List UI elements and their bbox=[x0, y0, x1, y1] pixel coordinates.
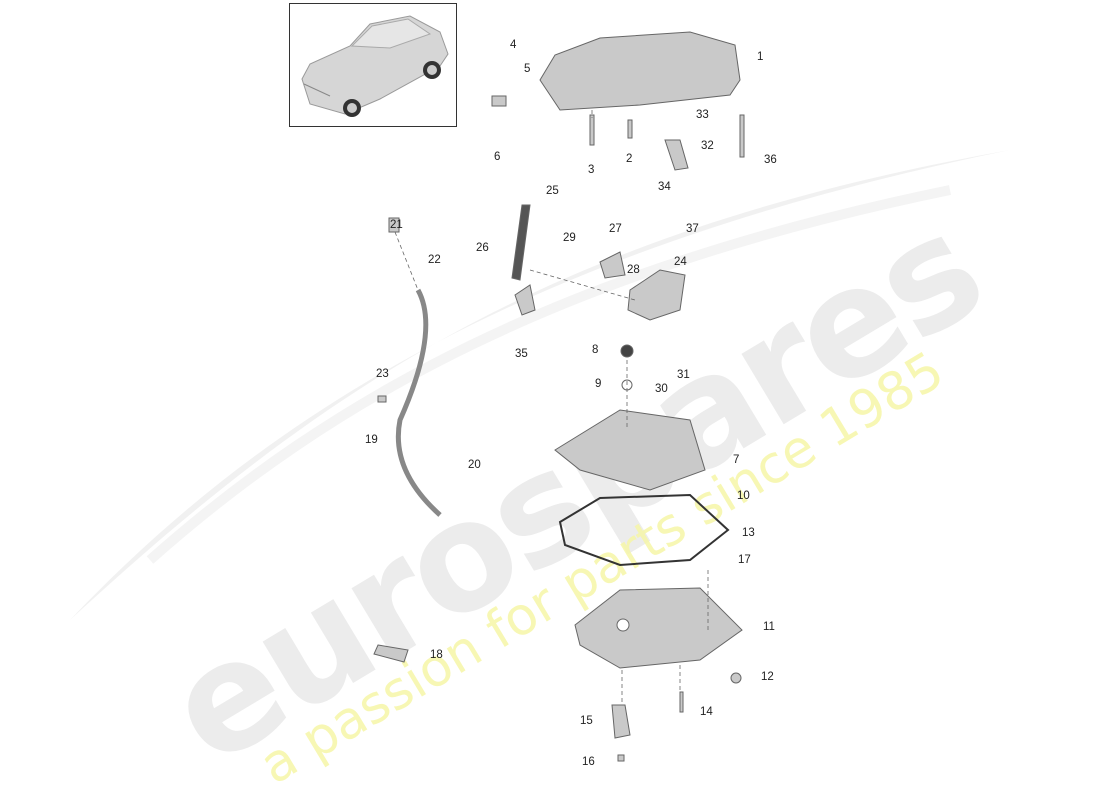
callout-14: 14 bbox=[700, 706, 713, 718]
callout-22: 22 bbox=[428, 254, 441, 266]
lower-oil-pan-part bbox=[574, 587, 743, 669]
baffle-part bbox=[554, 409, 706, 491]
callout-3: 3 bbox=[588, 164, 595, 176]
car-icon bbox=[301, 15, 449, 117]
callout-15: 15 bbox=[580, 715, 593, 727]
callout-21: 21 bbox=[390, 219, 403, 231]
callout-9: 9 bbox=[595, 378, 602, 390]
callout-10: 10 bbox=[737, 490, 750, 502]
callout-33: 33 bbox=[696, 109, 709, 121]
callout-31: 31 bbox=[677, 369, 690, 381]
callout-6: 6 bbox=[494, 151, 501, 163]
callout-25: 25 bbox=[546, 185, 559, 197]
callout-12: 12 bbox=[761, 671, 774, 683]
callout-36: 36 bbox=[764, 154, 777, 166]
upper-oil-pan-part bbox=[539, 31, 741, 111]
vehicle-thumbnail bbox=[289, 3, 457, 127]
callout-28: 28 bbox=[627, 264, 640, 276]
callout-4: 4 bbox=[510, 39, 517, 51]
callout-26: 26 bbox=[476, 242, 489, 254]
callout-29: 29 bbox=[563, 232, 576, 244]
callout-20: 20 bbox=[468, 459, 481, 471]
callout-27: 27 bbox=[609, 223, 622, 235]
callout-2: 2 bbox=[626, 153, 633, 165]
callout-37: 37 bbox=[686, 223, 699, 235]
callout-30: 30 bbox=[655, 383, 668, 395]
callout-11: 11 bbox=[763, 621, 775, 633]
callout-34: 34 bbox=[658, 181, 671, 193]
callout-19: 19 bbox=[365, 434, 378, 446]
callout-7: 7 bbox=[733, 454, 740, 466]
callout-8: 8 bbox=[592, 344, 599, 356]
callout-16: 16 bbox=[582, 756, 595, 768]
callout-24: 24 bbox=[674, 256, 687, 268]
callout-18: 18 bbox=[430, 649, 443, 661]
callout-32: 32 bbox=[701, 140, 714, 152]
callout-35: 35 bbox=[515, 348, 528, 360]
callout-23: 23 bbox=[376, 368, 389, 380]
callout-1: 1 bbox=[757, 51, 764, 63]
dipstick-tube-part bbox=[395, 288, 442, 517]
gasket-part bbox=[558, 493, 730, 567]
callout-13: 13 bbox=[742, 527, 755, 539]
callout-17: 17 bbox=[738, 554, 751, 566]
callout-5: 5 bbox=[524, 63, 531, 75]
